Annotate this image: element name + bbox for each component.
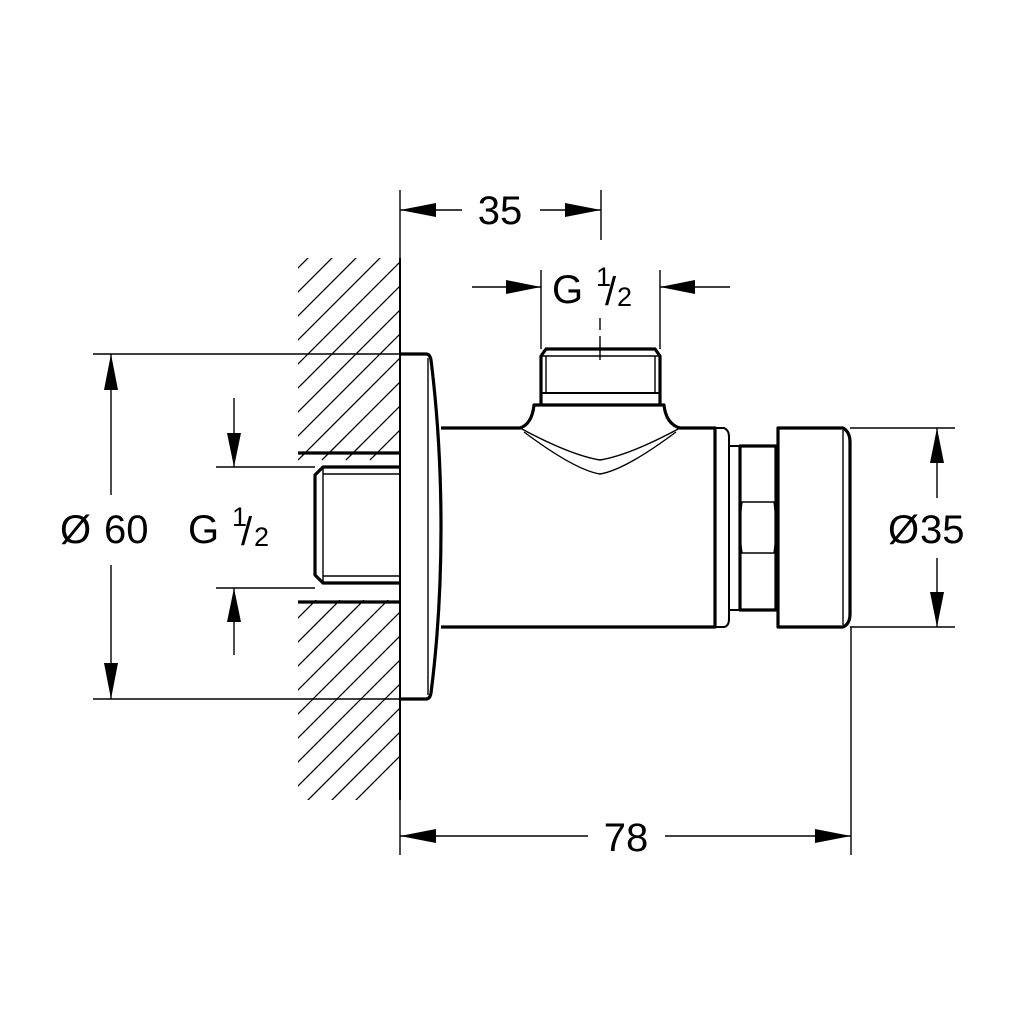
dimension-label-78: 78 bbox=[604, 816, 649, 860]
valve-body bbox=[441, 403, 730, 629]
dimension-cap-diameter: Ø 35 bbox=[850, 427, 965, 628]
thread-label-denominator: 2 bbox=[617, 282, 632, 312]
wall-hatch-upper bbox=[298, 258, 401, 461]
inlet-thread-numerator: 1 bbox=[232, 502, 247, 532]
hex-nut bbox=[729, 444, 778, 612]
thread-label-prefix: G bbox=[552, 268, 583, 312]
dimension-top-35: 35 bbox=[399, 189, 602, 258]
thread-label-slash: / bbox=[605, 270, 617, 314]
cap-diameter-symbol: Ø bbox=[888, 508, 919, 552]
wall-section bbox=[298, 258, 401, 800]
dimension-flange-diameter: Ø 60 bbox=[60, 353, 400, 700]
wall-flange bbox=[400, 352, 443, 701]
dimension-top-thread: G 1 / 2 bbox=[472, 262, 730, 349]
inlet-thread-denominator: 2 bbox=[254, 522, 269, 552]
cap-diameter-value: 35 bbox=[920, 508, 965, 552]
wall-hatch-lower bbox=[298, 600, 401, 800]
flange-diameter-value: 60 bbox=[104, 508, 149, 552]
outlet-thread bbox=[539, 318, 662, 405]
dimension-label-35: 35 bbox=[478, 189, 523, 233]
flange-diameter-symbol: Ø bbox=[60, 508, 91, 552]
inlet-thread-slash: / bbox=[241, 510, 253, 554]
end-cap bbox=[776, 426, 852, 629]
dimension-inlet-thread: G 1 / 2 bbox=[188, 398, 315, 655]
thread-label-numerator: 1 bbox=[596, 262, 611, 292]
inlet-thread bbox=[313, 465, 400, 585]
dimension-total-length: 78 bbox=[399, 627, 852, 860]
inlet-thread-prefix: G bbox=[188, 508, 219, 552]
